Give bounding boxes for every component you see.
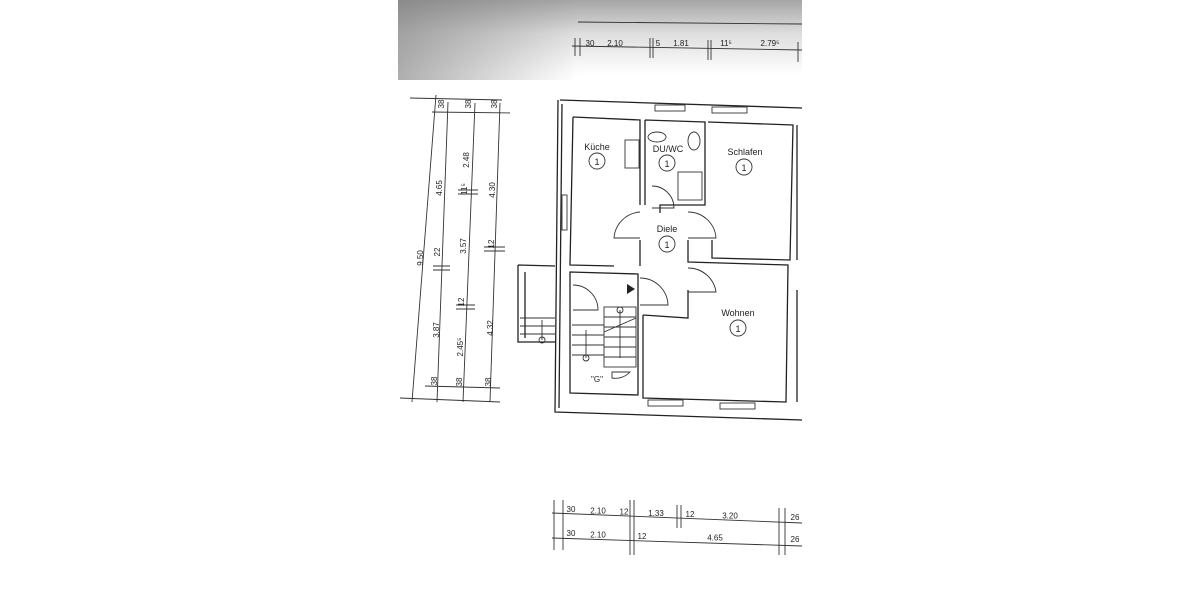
dimension-left: 4.30 bbox=[488, 182, 497, 198]
stove bbox=[624, 139, 640, 169]
dimension-left: 9.50 bbox=[416, 250, 425, 266]
room-number: 1 bbox=[735, 324, 740, 334]
room-number-circle bbox=[658, 154, 676, 172]
dimension-bottom: 2.10 bbox=[590, 531, 606, 540]
dimension-bottom: 30 bbox=[567, 529, 576, 538]
room-number: 1 bbox=[594, 157, 599, 167]
door-schlafen bbox=[687, 211, 717, 239]
door-diele bbox=[639, 277, 669, 306]
dimension-bottom: 26 bbox=[791, 513, 800, 522]
dimension-left: 12 bbox=[457, 297, 466, 306]
dimension-bottom: 12 bbox=[686, 510, 695, 519]
door-wohnen bbox=[687, 267, 717, 293]
dimension-left: 38 bbox=[430, 376, 439, 385]
stairs bbox=[538, 306, 637, 368]
doors bbox=[572, 185, 717, 379]
dimension-left: 2.45⁵ bbox=[456, 338, 465, 357]
washbasin bbox=[687, 131, 701, 151]
room-label: Schlafen bbox=[727, 147, 762, 157]
room-number: 1 bbox=[664, 240, 669, 250]
door-storage bbox=[611, 371, 632, 379]
fixtures bbox=[624, 131, 703, 294]
dimension-bottom: 3.20 bbox=[722, 512, 738, 521]
dimension-left: 3.57 bbox=[459, 238, 468, 254]
dimension-left: 38 bbox=[490, 99, 499, 108]
dimension-bottom: 4.65 bbox=[707, 534, 723, 543]
dimension-left: 38 bbox=[464, 99, 473, 108]
room-label: Diele bbox=[657, 224, 678, 234]
dimension-bottom: 12 bbox=[638, 532, 647, 541]
room-label: Wohnen bbox=[721, 308, 754, 318]
dimension-bottom: 1.33 bbox=[648, 509, 664, 518]
scan-shadow-corner bbox=[398, 0, 578, 80]
door-entrance bbox=[572, 284, 599, 311]
door-duwc bbox=[651, 185, 675, 209]
entrance-arrow-icon bbox=[627, 284, 635, 294]
dimension-top: 30 bbox=[586, 39, 595, 48]
room-number-circle bbox=[658, 235, 676, 253]
stair-label: "G" bbox=[591, 375, 603, 384]
room-number-circle bbox=[735, 158, 753, 176]
dimension-top: 1.81 bbox=[673, 39, 689, 48]
dimension-left: 11⁵ bbox=[460, 183, 469, 195]
door-kueche bbox=[613, 211, 641, 239]
dimension-top: 5 bbox=[656, 39, 661, 48]
room-label: Küche bbox=[584, 142, 610, 152]
room-number: 1 bbox=[664, 159, 669, 169]
dimension-left: 2.48 bbox=[462, 152, 471, 168]
dimension-left: 38 bbox=[437, 99, 446, 108]
dimension-left: 38 bbox=[455, 377, 464, 386]
room-number: 1 bbox=[741, 163, 746, 173]
toilet bbox=[647, 131, 667, 143]
floor-plan-scan bbox=[398, 0, 802, 600]
dimension-left: 3.87 bbox=[432, 322, 441, 338]
dimension-top: 2.10 bbox=[607, 39, 623, 48]
dimension-bottom: 30 bbox=[567, 505, 576, 514]
dimension-left: 4.65 bbox=[435, 180, 444, 196]
dimension-left: 22 bbox=[433, 247, 442, 256]
room-label: DU/WC bbox=[653, 144, 684, 154]
dimension-bottom: 2.10 bbox=[590, 506, 606, 515]
dimension-lines bbox=[399, 21, 803, 555]
walls bbox=[517, 99, 803, 421]
dimension-left: 4.32 bbox=[486, 320, 495, 336]
dimension-bottom: 12 bbox=[620, 508, 629, 517]
dimension-top: 11⁵ bbox=[720, 39, 732, 48]
room-number-circle bbox=[729, 319, 747, 337]
room-number-circle bbox=[588, 152, 606, 170]
dimension-left: 38 bbox=[484, 377, 493, 386]
dimension-top: 2.79⁵ bbox=[761, 39, 780, 48]
dimension-bottom: 26 bbox=[791, 535, 800, 544]
dimension-left: 12 bbox=[487, 239, 496, 248]
shower bbox=[677, 171, 703, 201]
